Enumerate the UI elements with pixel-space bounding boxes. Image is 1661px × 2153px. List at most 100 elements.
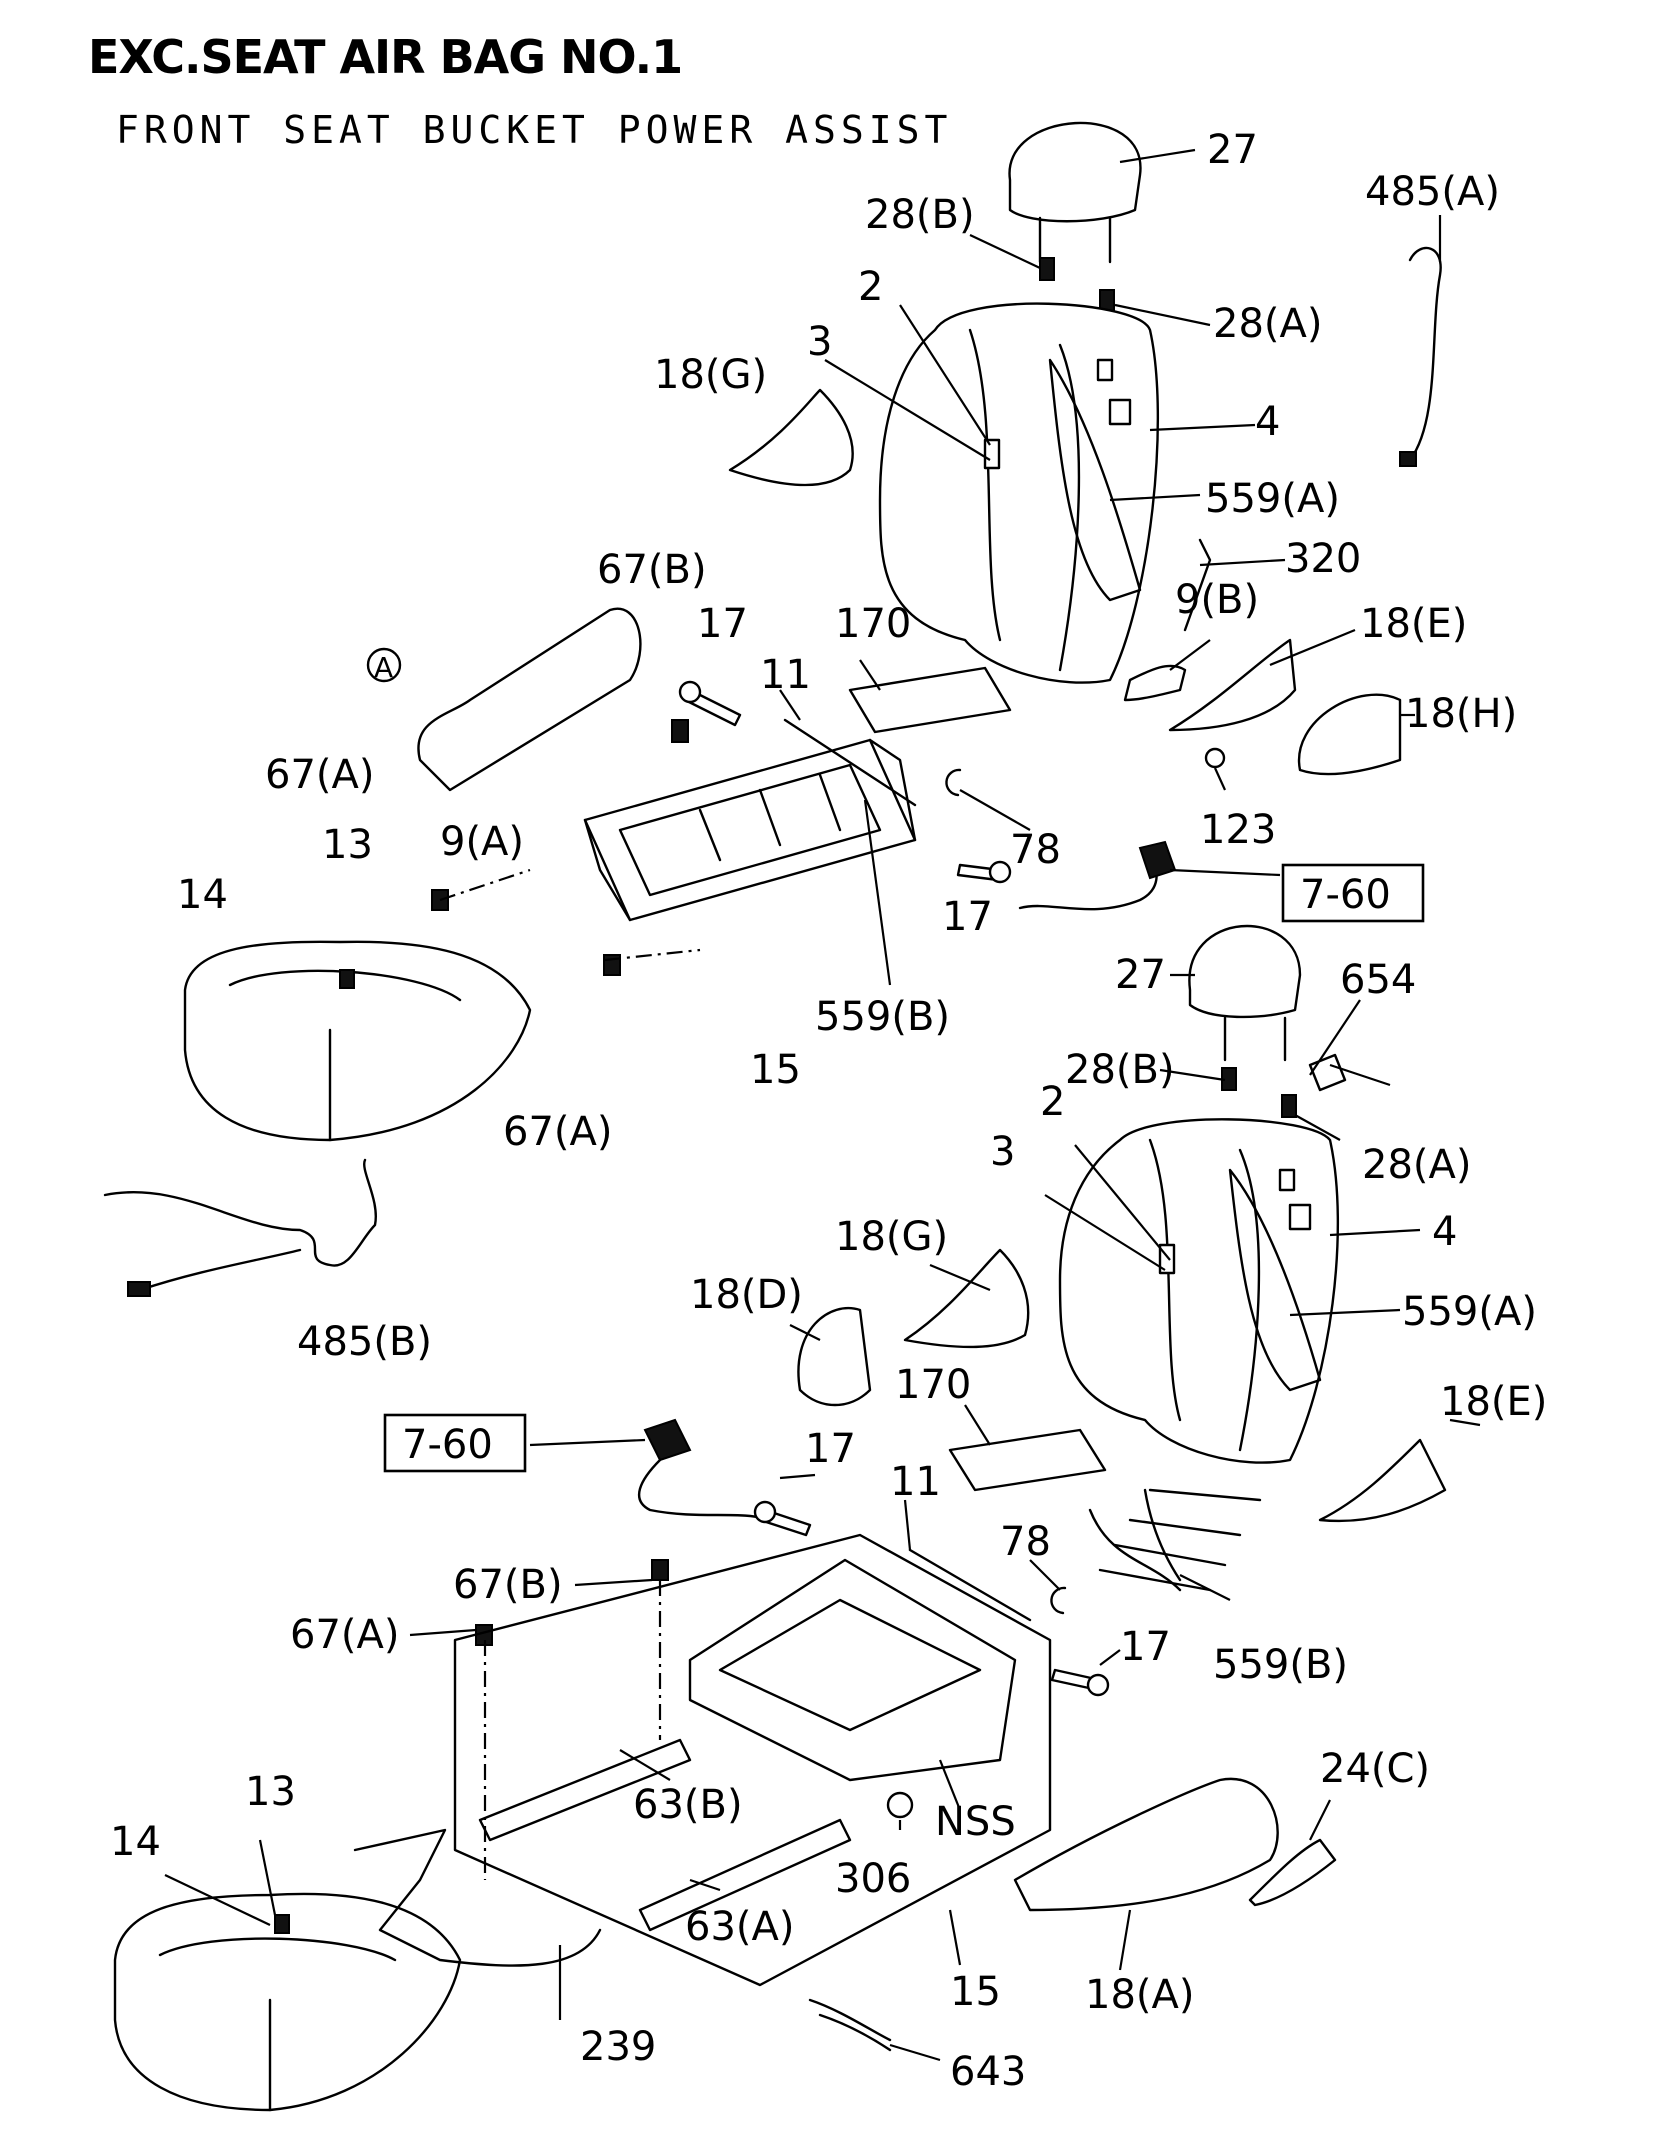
callout-28b-bot: 28(B) (1065, 1047, 1175, 1093)
callout-18a: 18(A) (1085, 1972, 1194, 2018)
cover-18e-bot (1318, 1438, 1447, 1523)
diagram-title: EXC.SEAT AIR BAG NO.1 (88, 30, 683, 84)
callout-2-bot: 2 (1040, 1079, 1065, 1125)
callout-18e-bot: 18(E) (1440, 1379, 1547, 1425)
callout-643: 643 (950, 2049, 1026, 2095)
callout-67b-top: 67(B) (597, 547, 707, 593)
seatback-top (878, 302, 1160, 684)
callout-123: 123 (1200, 807, 1276, 853)
callout-306: 306 (835, 1856, 911, 1902)
seatback-bottom (1058, 1118, 1340, 1464)
callout-18g-top: 18(G) (654, 352, 767, 398)
callout-18g-bot: 18(G) (835, 1214, 948, 1260)
cover-18a (1013, 1777, 1279, 1912)
callout-13-top: 13 (322, 822, 373, 868)
callout-11-top: 11 (760, 652, 811, 698)
callout-4-bot: 4 (1432, 1209, 1457, 1255)
callout-170-bot: 170 (895, 1362, 971, 1408)
harness-485b (103, 1158, 378, 1267)
callout-27-top: 27 (1207, 127, 1258, 173)
callout-17-b: 17 (942, 894, 993, 940)
harness-485b-branch (138, 1248, 302, 1292)
callout-17-a: 17 (697, 601, 748, 647)
cover-18d (797, 1307, 872, 1407)
clip-78-bot (1050, 1586, 1067, 1615)
callout-28b-top: 28(B) (865, 192, 975, 238)
callout-labels: 27 485(A) 28(B) 28(A) 2 3 18(G) 4 559(A)… (110, 127, 1547, 2095)
bolt-17-c-head (753, 1500, 777, 1524)
callout-2-top: 2 (858, 264, 883, 310)
callout-559a-bot: 559(A) (1402, 1289, 1537, 1335)
cover-18h (1297, 693, 1402, 776)
callout-239: 239 (580, 2024, 656, 2070)
callout-14-bot: 14 (110, 1819, 161, 1865)
callout-320: 320 (1285, 536, 1361, 582)
buckle-harness-bot (638, 1458, 772, 1522)
callout-559b-top: 559(B) (815, 994, 950, 1040)
buckle-bot (643, 1418, 692, 1462)
side-cover-18g-top (728, 388, 854, 487)
callout-24c: 24(C) (1320, 1746, 1430, 1792)
rail-63b (478, 1738, 692, 1842)
rail-63a (638, 1818, 852, 1932)
callout-63a: 63(A) (685, 1904, 794, 1950)
bolt-17-d-head (1086, 1673, 1110, 1697)
callout-7-60-top: 7-60 (1300, 872, 1391, 918)
cover-24c (1248, 1838, 1337, 1907)
callout-170-top: 170 (835, 601, 911, 647)
callout-67a-1: 67(A) (265, 752, 374, 798)
callout-78-top: 78 (1010, 827, 1061, 873)
bolt-67b-bot (651, 1559, 669, 1581)
guide-28b-top (1039, 257, 1055, 281)
headrest-bottom (1188, 924, 1302, 1062)
part-643 (808, 1998, 892, 2052)
bolt-17-a-head (678, 680, 702, 704)
callout-11-bot: 11 (890, 1459, 941, 1505)
callout-18d: 18(D) (690, 1272, 803, 1318)
callout-28a-bot: 28(A) (1362, 1142, 1471, 1188)
guide-dashes-top (439, 868, 701, 962)
seat-frame-top (583, 738, 917, 922)
seat-frame-bot (688, 1558, 1017, 1782)
seat-cushion-bot (113, 1892, 462, 2112)
wire-239 (353, 1828, 602, 1967)
ref-box-7-60-top (1281, 863, 1425, 923)
side-cover-18g-bot (903, 1248, 1030, 1349)
leader-lines (164, 148, 1481, 2062)
callout-67a-3: 67(A) (290, 1612, 399, 1658)
frame-box-15 (453, 1533, 1052, 1987)
diagram-subtitle: FRONT SEAT BUCKET POWER ASSIST (116, 108, 953, 152)
callout-9a: 9(A) (440, 819, 524, 865)
bolt-67b-top (671, 719, 689, 743)
buckle-top (1138, 840, 1177, 880)
spring-mat-559b-bot (1088, 1488, 1262, 1592)
callout-67b-bot: 67(B) (453, 1562, 563, 1608)
side-shield-top (417, 607, 642, 792)
callout-28a-top: 28(A) (1213, 301, 1322, 347)
pad-170-bot (948, 1428, 1107, 1492)
cover-18e-top (1168, 638, 1297, 732)
callout-17-c: 17 (805, 1426, 856, 1472)
wire-11-top (783, 718, 917, 807)
rod-320 (1183, 538, 1212, 632)
callout-67a-2: 67(A) (503, 1109, 612, 1155)
callout-3-bot: 3 (990, 1129, 1015, 1175)
callout-15-bot: 15 (950, 1969, 1001, 2015)
harness-485a (1408, 246, 1442, 462)
callout-78-bot: 78 (1000, 1519, 1051, 1565)
callout-18e-top: 18(E) (1360, 601, 1467, 647)
bolt-123 (1204, 747, 1226, 769)
callout-14-top: 14 (177, 872, 228, 918)
headrest-top (1008, 121, 1142, 264)
callout-4-top: 4 (1255, 399, 1280, 445)
callout-485a: 485(A) (1365, 169, 1500, 215)
callout-559b-bot: 559(B) (1213, 1642, 1348, 1688)
circle-a-marker (366, 647, 402, 683)
callout-559a-top: 559(A) (1205, 476, 1340, 522)
callout-63b: 63(B) (633, 1782, 743, 1828)
clip-78-top (945, 768, 962, 797)
callout-27-bot: 27 (1115, 952, 1166, 998)
wire-11-bot (908, 1548, 1032, 1622)
bracket-9b (1123, 664, 1187, 702)
